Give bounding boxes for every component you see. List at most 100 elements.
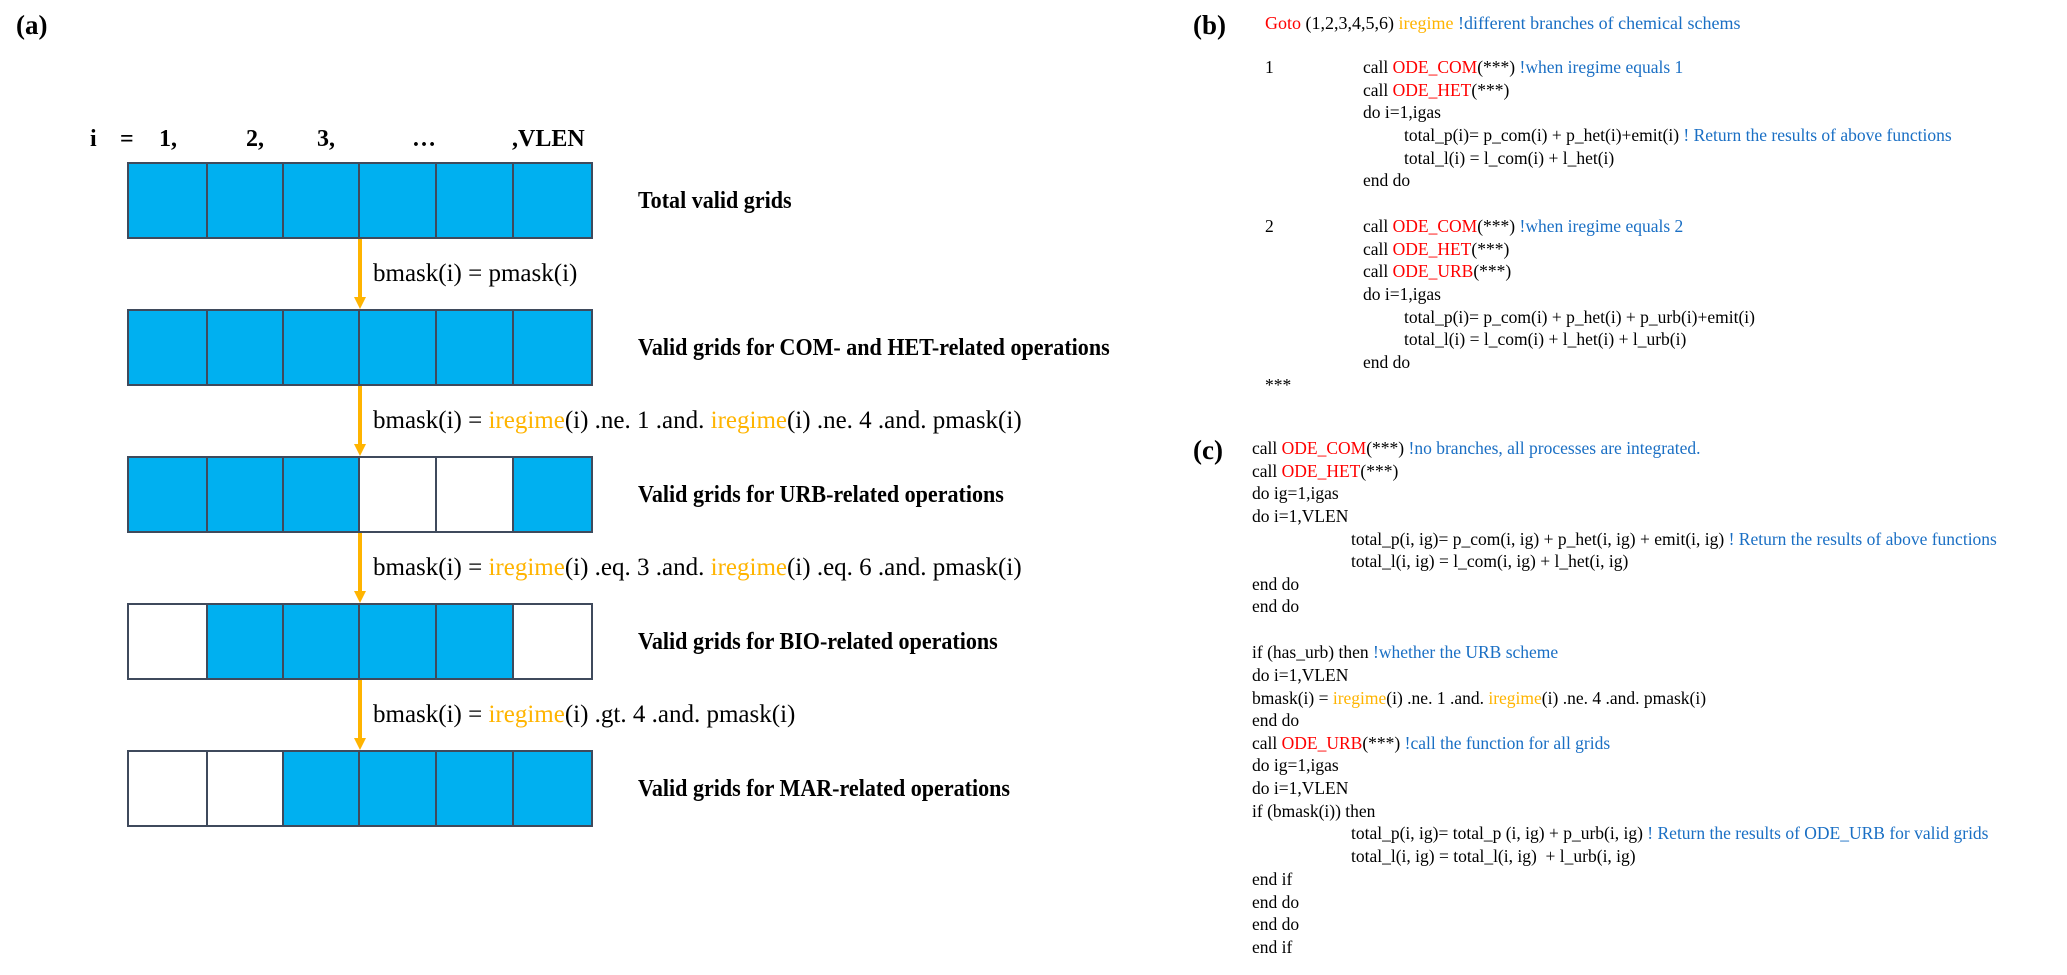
grid-cell-valid xyxy=(129,311,209,384)
code-comment: ! Return the results of ODE_URB for vali… xyxy=(1647,823,1989,843)
code-line: do ig=1,igas xyxy=(1252,756,1339,775)
code-line: if (has_urb) then !whether the URB schem… xyxy=(1252,642,1559,662)
grid-cell-valid xyxy=(129,458,209,531)
code-text: (***) xyxy=(1366,438,1409,458)
arrow-head-icon xyxy=(354,297,366,309)
code-comment: !no branches, all processes are integrat… xyxy=(1408,438,1701,458)
down-arrow-icon xyxy=(358,533,362,593)
formula-token: bmask(i) = pmask(i) xyxy=(373,260,578,287)
code-keyword: Goto xyxy=(1265,13,1301,33)
code-text: total_l(i, ig) = total_l(i, ig) + l_urb(… xyxy=(1351,846,1636,866)
grid-cell-invalid xyxy=(360,458,438,531)
arrow-head-icon xyxy=(354,738,366,750)
index-equals: = xyxy=(120,126,134,152)
grid-row xyxy=(127,456,593,533)
code-text: (i) .ne. 4 .and. pmask(i) xyxy=(1541,688,1707,708)
code-text: if (bmask(i)) then xyxy=(1252,801,1376,821)
grid-row-label: Valid grids for COM- and HET-related ope… xyxy=(638,334,1110,361)
grid-cell-valid xyxy=(129,164,209,237)
variable-token: iregime xyxy=(488,701,565,728)
code-line: 2 xyxy=(1265,216,1274,236)
code-text: call xyxy=(1363,80,1393,100)
code-line: total_l(i, ig) = total_l(i, ig) + l_urb(… xyxy=(1351,846,1636,866)
index-var: i xyxy=(90,126,97,152)
code-text: total_p(i, ig)= p_com(i, ig) + p_het(i, … xyxy=(1351,529,1729,549)
code-text: end do xyxy=(1252,596,1300,616)
grid-row xyxy=(127,309,593,386)
code-line: do i=1,VLEN xyxy=(1252,665,1349,685)
grid-row xyxy=(127,603,593,680)
index-2: 2, xyxy=(246,126,264,152)
grid-cell-valid xyxy=(208,164,284,237)
grid-cell-valid xyxy=(513,458,591,531)
code-text: (***) xyxy=(1473,261,1512,281)
code-line: Goto (1,2,3,4,5,6) iregime !different br… xyxy=(1265,14,1741,32)
code-comment: ! Return the results of above functions xyxy=(1728,529,1997,549)
grid-cell-valid xyxy=(513,164,591,237)
code-text: total_l(i) = l_com(i) + l_het(i) xyxy=(1404,148,1615,168)
grid-row-label: Valid grids for URB-related operations xyxy=(638,481,1004,508)
code-text: end do xyxy=(1252,574,1300,594)
code-text: 2 xyxy=(1265,216,1274,236)
grid-row-label: Valid grids for MAR-related operations xyxy=(638,775,1010,802)
mask-formula: bmask(i) = iregime(i) .eq. 3 .and. iregi… xyxy=(373,555,1022,580)
variable-token: iregime xyxy=(710,554,787,581)
down-arrow-icon xyxy=(358,680,362,740)
code-comment: !when iregime equals 1 xyxy=(1519,57,1684,77)
grid-cell-valid xyxy=(283,752,360,825)
grid-cell-invalid xyxy=(129,752,209,825)
code-text: end do xyxy=(1363,170,1411,190)
code-keyword: ODE_COM xyxy=(1281,438,1367,458)
index-3: 3, xyxy=(317,126,335,152)
code-text: call xyxy=(1363,239,1393,259)
grid-row-label: Total valid grids xyxy=(638,187,792,214)
code-comment: !when iregime equals 2 xyxy=(1519,216,1684,236)
code-text: (***) xyxy=(1471,80,1510,100)
arrow-head-icon xyxy=(354,591,366,603)
grid-cell-invalid xyxy=(513,605,591,678)
code-line: total_p(i)= p_com(i) + p_het(i) + p_urb(… xyxy=(1404,308,1755,327)
formula-token: (i) .eq. 3 .and. xyxy=(564,554,711,581)
code-text: (***) xyxy=(1360,461,1399,481)
code-line: total_p(i, ig)= total_p (i, ig) + p_urb(… xyxy=(1351,823,1989,843)
code-text: 1 xyxy=(1265,57,1274,77)
variable-token: iregime xyxy=(488,407,565,434)
code-text: total_p(i)= p_com(i) + p_het(i)+emit(i) xyxy=(1404,125,1684,145)
code-line: do ig=1,igas xyxy=(1252,483,1339,503)
down-arrow-icon xyxy=(358,239,362,299)
mask-formula: bmask(i) = iregime(i) .gt. 4 .and. pmask… xyxy=(373,702,795,727)
code-keyword: ODE_HET xyxy=(1392,239,1472,259)
code-text: call xyxy=(1363,57,1393,77)
code-text: call xyxy=(1363,261,1393,281)
code-line: total_l(i) = l_com(i) + l_het(i) xyxy=(1404,148,1615,168)
code-line: call ODE_HET(***) xyxy=(1363,239,1509,259)
code-line: end do xyxy=(1252,915,1299,934)
code-line: total_p(i, ig)= p_com(i, ig) + p_het(i, … xyxy=(1351,529,1997,549)
code-text: do ig=1,igas xyxy=(1252,483,1339,503)
code-comment: !whether the URB scheme xyxy=(1373,642,1559,662)
code-text: if (has_urb) then xyxy=(1252,642,1374,662)
code-text: do i=1,VLEN xyxy=(1252,506,1349,526)
code-variable: iregime xyxy=(1332,688,1387,708)
variable-token: iregime xyxy=(710,407,787,434)
grid-row xyxy=(127,162,593,239)
code-line: do i=1,VLEN xyxy=(1252,778,1349,798)
grid-cell-valid xyxy=(283,311,360,384)
code-text: end do xyxy=(1363,352,1411,372)
code-text: (***) xyxy=(1362,733,1405,753)
code-line: call ODE_URB(***) xyxy=(1363,261,1512,281)
code-text: do i=1,VLEN xyxy=(1252,778,1349,798)
grid-cell-valid xyxy=(513,752,591,825)
code-line: call ODE_COM(***) !when iregime equals 2 xyxy=(1363,216,1684,236)
code-line: do i=1,igas xyxy=(1363,103,1441,122)
grid-cell-valid xyxy=(208,458,284,531)
code-line: call ODE_HET(***) xyxy=(1252,461,1399,481)
formula-token: (i) .eq. 6 .and. pmask(i) xyxy=(786,554,1022,581)
code-text: do i=1,igas xyxy=(1363,284,1441,304)
panel-b-label: (b) xyxy=(1193,10,1226,40)
formula-token: (i) .ne. 4 .and. pmask(i) xyxy=(786,407,1022,434)
formula-token: bmask(i) = xyxy=(373,701,489,728)
code-line: call ODE_COM(***) !no branches, all proc… xyxy=(1252,438,1701,458)
grid-cell-valid xyxy=(437,605,514,678)
code-text: do i=1,VLEN xyxy=(1252,665,1349,685)
